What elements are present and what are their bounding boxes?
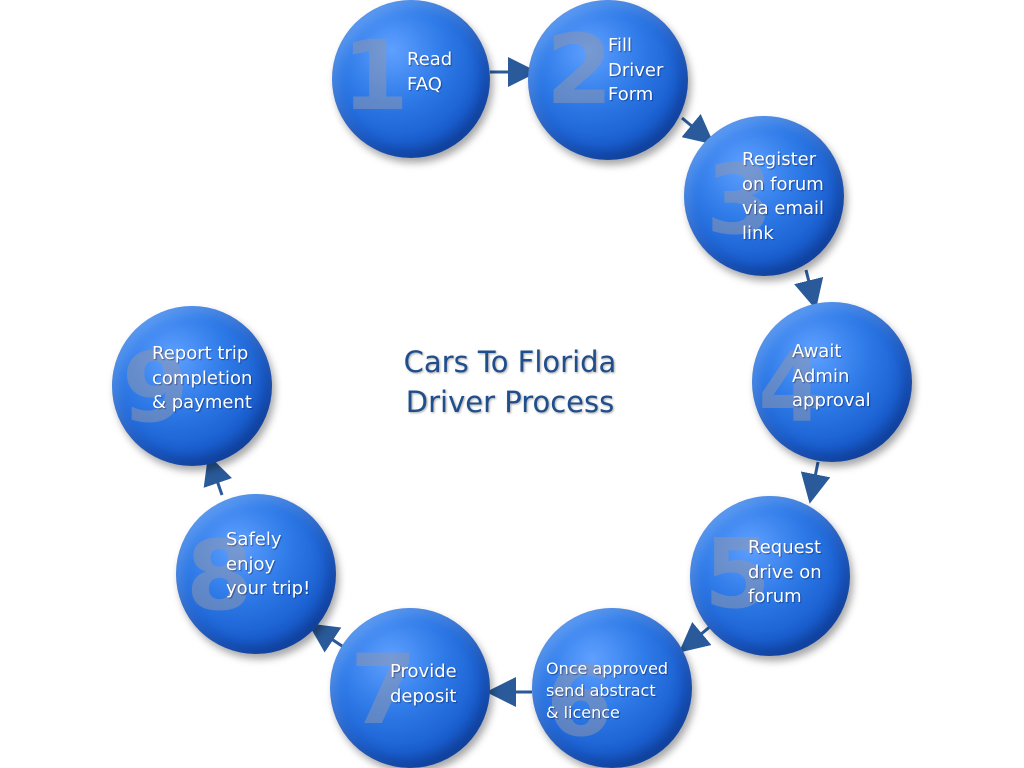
arrow-3-to-4 xyxy=(794,269,824,310)
step-1-label: Read FAQ xyxy=(407,49,453,95)
step-6-number: 6 xyxy=(546,646,613,758)
step-3-label: Register on forum via email link xyxy=(742,149,825,244)
step-1-circle: 1 Read FAQ xyxy=(332,0,490,158)
title-line-2: Driver Process xyxy=(405,385,615,419)
step-2-circle: 2 Fill Driver Form xyxy=(528,0,688,160)
step-7-number: 7 xyxy=(350,634,417,746)
step-7-circle: 7 Provide deposit xyxy=(330,608,490,768)
arrow-4-to-5 xyxy=(800,461,831,504)
step-8-number: 8 xyxy=(186,520,253,632)
step-8-label: Safely enjoy your trip! xyxy=(226,529,311,599)
title-line-1: Cars To Florida xyxy=(403,345,617,379)
arrow-5-to-6 xyxy=(678,621,713,653)
step-8-circle: 8 Safely enjoy your trip! xyxy=(176,494,336,654)
step-9-circle: 9 Report trip completion & payment xyxy=(112,306,272,466)
step-7-label: Provide deposit xyxy=(390,661,457,707)
step-6-label: Once approved send abstract & licence xyxy=(546,659,669,722)
step-5-label: Request drive on forum xyxy=(748,537,822,607)
step-3-circle: 3 Register on forum via email link xyxy=(684,116,844,276)
step-2-label: Fill Driver Form xyxy=(608,35,664,105)
step-5-number: 5 xyxy=(704,518,771,630)
diagram-title: Cars To Florida Driver Process xyxy=(340,342,680,422)
step-4-label: Await Admin approval xyxy=(792,341,871,411)
step-4-number: 4 xyxy=(758,332,825,444)
step-5-circle: 5 Request drive on forum xyxy=(690,496,850,656)
step-9-number: 9 xyxy=(122,332,189,444)
step-3-number: 3 xyxy=(706,144,773,256)
arrow-8-to-9 xyxy=(203,454,233,496)
arrow-7-to-8 xyxy=(308,623,346,653)
step-4-circle: 4 Await Admin approval xyxy=(752,302,912,462)
step-2-number: 2 xyxy=(546,14,613,126)
step-6-circle: 6 Once approved send abstract & licence xyxy=(532,608,692,768)
arrow-2-to-3 xyxy=(681,113,715,145)
step-9-label: Report trip completion & payment xyxy=(152,343,253,413)
step-1-number: 1 xyxy=(342,20,409,132)
